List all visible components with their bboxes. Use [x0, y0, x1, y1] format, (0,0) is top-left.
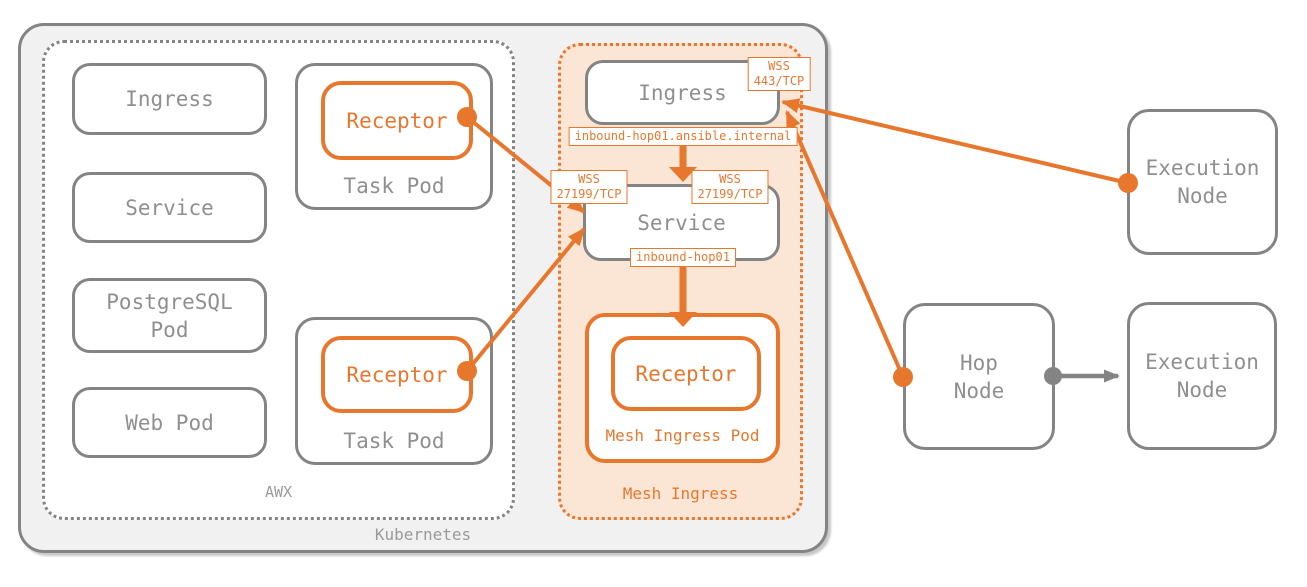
awx-web-pod-node: Web Pod: [72, 387, 267, 458]
arrow-execution-node-top-to-mesh-ingress: [781, 98, 1129, 185]
task-pod-top-receptor: Receptor: [321, 81, 473, 160]
service-hostname-tag: inbound-hop01: [630, 248, 736, 267]
mesh-ingress-pod-label: Mesh Ingress Pod: [605, 426, 760, 445]
kubernetes-label: Kubernetes: [374, 525, 472, 544]
ingress-hostname-tag: inbound-hop01.ansible.internal: [568, 127, 798, 146]
task-pod-top: Receptor Task Pod: [295, 63, 493, 210]
awx-ingress-node: Ingress: [72, 63, 267, 135]
mesh-ingress-label: Mesh Ingress: [622, 484, 739, 503]
mesh-ingress-pod: Receptor Mesh Ingress Pod: [585, 313, 780, 463]
wss-27199-tcp-right-tag: WSS 27199/TCP: [691, 170, 769, 204]
execution-node-top: Execution Node: [1127, 109, 1278, 255]
awx-label: AWX: [264, 483, 293, 501]
mesh-ingress-pod-receptor: Receptor: [611, 336, 761, 411]
task-pod-top-label: Task Pod: [343, 174, 445, 198]
hop-node: Hop Node: [903, 303, 1055, 450]
task-pod-bottom-label: Task Pod: [343, 429, 445, 453]
awx-service-node: Service: [72, 172, 267, 243]
task-pod-bottom: Receptor Task Pod: [295, 317, 493, 465]
task-pod-bottom-receptor: Receptor: [321, 336, 473, 413]
wss-443-tcp-tag: WSS 443/TCP: [747, 57, 811, 91]
awx-postgresql-pod-node: PostgreSQL Pod: [72, 278, 267, 353]
execution-node-bottom: Execution Node: [1127, 302, 1277, 450]
wss-27199-tcp-left-tag: WSS 27199/TCP: [550, 170, 628, 204]
mesh-ingress-node: Ingress: [585, 60, 780, 125]
